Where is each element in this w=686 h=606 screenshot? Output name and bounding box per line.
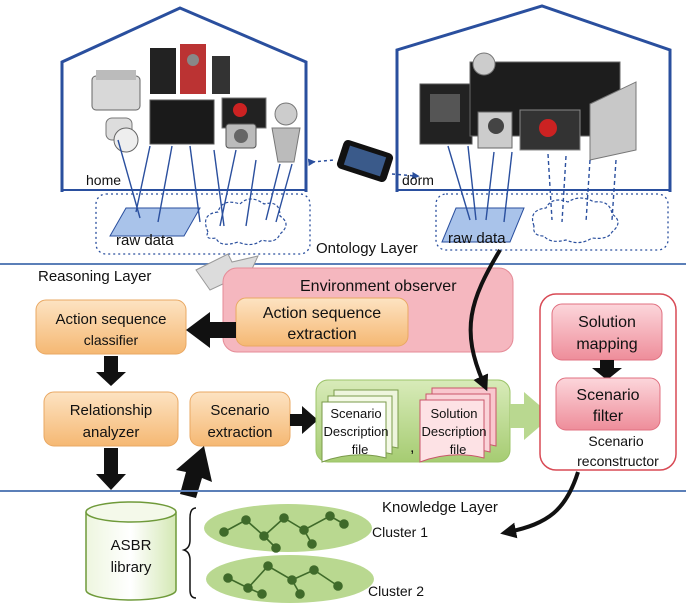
- environment-observer-label: Environment observer: [300, 278, 457, 295]
- action-seq-classifier-line1: Action sequence: [56, 311, 167, 328]
- solution-desc-line3: file: [450, 442, 467, 457]
- dorm-sensor-region: [435, 193, 669, 251]
- cluster-2-graph: [223, 561, 343, 599]
- dorm-raw-data-shape: [441, 207, 525, 243]
- library-to-extraction-arrow: [176, 446, 212, 498]
- action-seq-classifier-line2: classifier: [84, 332, 139, 348]
- scenario-reconstructor-line1: Scenario: [588, 433, 643, 449]
- solution-desc-line2: Description: [421, 424, 486, 439]
- files-comma: ,: [410, 439, 414, 456]
- dorm-raw-data-label: raw data: [448, 230, 506, 247]
- smartphone-icon: [336, 140, 394, 182]
- home-devices-icon: [91, 44, 301, 163]
- reconstructor-to-cluster-arrow: [500, 471, 580, 539]
- cluster-1-label: Cluster 1: [372, 524, 428, 540]
- ontology-layer-label: Ontology Layer: [316, 240, 418, 257]
- dorm-sensor-lines: [447, 145, 617, 223]
- extraction-to-classifier-arrow: [186, 312, 236, 348]
- solution-desc-line1: Solution: [431, 406, 478, 421]
- knowledge-layer-label: Knowledge Layer: [382, 499, 498, 516]
- asbr-line1: ASBR: [111, 537, 152, 554]
- scenario-extraction-line2: extraction: [207, 424, 272, 441]
- dorm-label: dorm: [402, 172, 434, 188]
- home-sensor-lines: [117, 139, 293, 227]
- asbr-library-cylinder: [85, 501, 177, 601]
- cluster-1-graph: [219, 511, 349, 553]
- home-dorm-link: [307, 158, 420, 180]
- files-to-reconstructor-arrow: [510, 392, 552, 440]
- extraction-to-files-arrow: [290, 406, 318, 434]
- relationship-analyzer-line1: Relationship: [70, 402, 153, 419]
- scenario-filter-box: [555, 377, 661, 431]
- reasoning-layer-label: Reasoning Layer: [38, 268, 151, 285]
- dorm-house: [395, 4, 672, 192]
- scenario-filter-line1: Scenario: [576, 387, 639, 404]
- scenario-extraction-line1: Scenario: [210, 402, 269, 419]
- solution-mapping-line2: mapping: [576, 336, 637, 353]
- cluster-2-label: Cluster 2: [368, 583, 424, 599]
- home-sensor-region: [95, 193, 311, 255]
- solution-mapping-line1: Solution: [578, 314, 636, 331]
- home-label: home: [86, 172, 121, 188]
- action-seq-classifier-box: [35, 299, 187, 355]
- action-seq-extraction-line2: extraction: [287, 326, 356, 343]
- home-cloud-icon: [205, 198, 287, 246]
- clusters-bracket: [181, 507, 197, 599]
- scenario-desc-line3: file: [352, 442, 369, 457]
- scenario-filter-line2: filter: [593, 408, 624, 425]
- home-raw-data-shape: [109, 207, 201, 237]
- mapping-to-filter-arrow: [592, 360, 622, 380]
- asbr-line2: library: [111, 559, 152, 576]
- relationship-analyzer-line2: analyzer: [83, 424, 140, 441]
- relationship-analyzer-box: [43, 391, 179, 447]
- action-seq-extraction-line1: Action sequence: [263, 305, 381, 322]
- dorm-devices-icon: [419, 52, 637, 161]
- home-house: [60, 6, 308, 192]
- dorm-to-solution-arrow: [468, 248, 502, 392]
- solution-description-file: [419, 387, 497, 463]
- scenario-reconstructor-line2: reconstructor: [577, 453, 659, 469]
- scenario-desc-line1: Scenario: [330, 406, 381, 421]
- scenario-desc-line2: Description: [323, 424, 388, 439]
- home-raw-data-label: raw data: [116, 232, 174, 249]
- scenario-description-file: [321, 389, 399, 463]
- classifier-to-analyzer-arrow: [96, 356, 126, 386]
- cluster-1-ellipse: [204, 504, 372, 552]
- dorm-cloud-icon: [531, 197, 619, 244]
- analyzer-to-library-arrow: [96, 448, 126, 490]
